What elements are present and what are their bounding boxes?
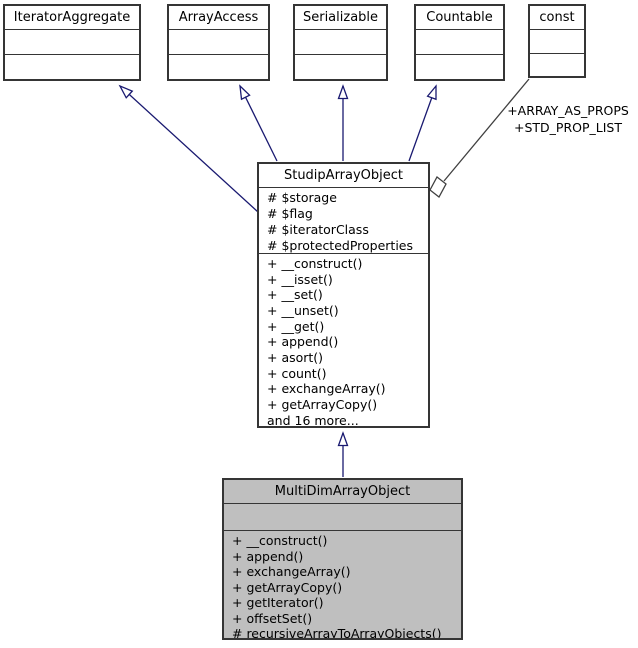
- class-box-serializable[interactable]: Serializable: [293, 4, 388, 81]
- method-item: + __get(): [267, 318, 325, 334]
- class-title: IteratorAggregate: [13, 10, 131, 25]
- methods-compartment: + __construct() + append() + exchangeArr…: [224, 530, 461, 638]
- aggregation-label-line2: +STD_PROP_LIST: [514, 120, 622, 135]
- methods-compartment: [530, 52, 584, 77]
- inheritance-edge-iteratoraggregate: [118, 84, 259, 213]
- method-item: + __unset(): [267, 302, 339, 318]
- class-box-arrayaccess[interactable]: ArrayAccess: [167, 4, 270, 81]
- attributes-compartment: [169, 29, 268, 54]
- method-item: + append(): [267, 334, 339, 350]
- attribute-item: # $protectedProperties: [267, 238, 414, 253]
- method-item: + __isset(): [267, 271, 333, 287]
- class-title: Countable: [426, 10, 493, 25]
- method-item: + append(): [232, 548, 304, 564]
- method-item: + offsetSet(): [232, 610, 313, 626]
- attributes-compartment: [295, 29, 386, 54]
- method-item: + getIterator(): [232, 595, 324, 611]
- method-item: + asort(): [267, 349, 324, 365]
- attribute-item: # $flag: [267, 206, 313, 222]
- inheritance-edge-arrayaccess: [239, 84, 278, 162]
- attributes-compartment: [416, 29, 503, 54]
- inheritance-edge-countable: [408, 84, 437, 162]
- method-item: + exchangeArray(): [232, 564, 351, 580]
- class-title: Serializable: [302, 10, 379, 25]
- methods-compartment: [416, 54, 503, 79]
- class-title: MultiDimArrayObject: [274, 484, 411, 499]
- attributes-compartment: [224, 503, 461, 530]
- class-box-multidimarrayobject[interactable]: MultiDimArrayObject + __construct() + ap…: [222, 478, 463, 640]
- class-title: ArrayAccess: [178, 10, 259, 25]
- method-item: + getArrayCopy(): [267, 396, 378, 412]
- attribute-item: # $iteratorClass: [267, 222, 369, 238]
- more-indicator: and 16 more...: [267, 412, 359, 426]
- class-title: StudipArrayObject: [283, 168, 404, 183]
- method-item: + __construct(): [232, 533, 328, 548]
- attribute-item: # $storage: [267, 190, 337, 205]
- attributes-compartment: [530, 29, 584, 53]
- attributes-compartment: # $storage # $flag # $iteratorClass # $p…: [259, 187, 428, 253]
- method-item: # recursiveArrayToArrayObjects(): [232, 626, 442, 638]
- class-box-studiparrayobject[interactable]: StudipArrayObject # $storage # $flag # $…: [257, 162, 430, 428]
- class-box-countable[interactable]: Countable: [414, 4, 505, 81]
- aggregation-diamond: [429, 176, 447, 198]
- method-item: + getArrayCopy(): [232, 579, 343, 595]
- method-item: + __construct(): [267, 256, 363, 271]
- attributes-compartment: [5, 29, 139, 54]
- methods-compartment: [169, 54, 268, 79]
- class-box-const[interactable]: const: [528, 4, 586, 78]
- aggregation-label: +ARRAY_AS_PROPS +STD_PROP_LIST: [498, 102, 638, 136]
- methods-compartment: + __construct() + __isset() + __set() + …: [259, 253, 428, 426]
- aggregation-edge-const: [443, 78, 530, 182]
- methods-compartment: [5, 54, 139, 79]
- class-box-iteratoraggregate[interactable]: IteratorAggregate: [3, 4, 141, 81]
- method-item: + count(): [267, 365, 327, 381]
- class-title: const: [539, 10, 575, 25]
- aggregation-label-line1: +ARRAY_AS_PROPS: [507, 103, 629, 118]
- method-item: + __set(): [267, 287, 323, 303]
- methods-compartment: [295, 54, 386, 79]
- method-item: + exchangeArray(): [267, 381, 386, 397]
